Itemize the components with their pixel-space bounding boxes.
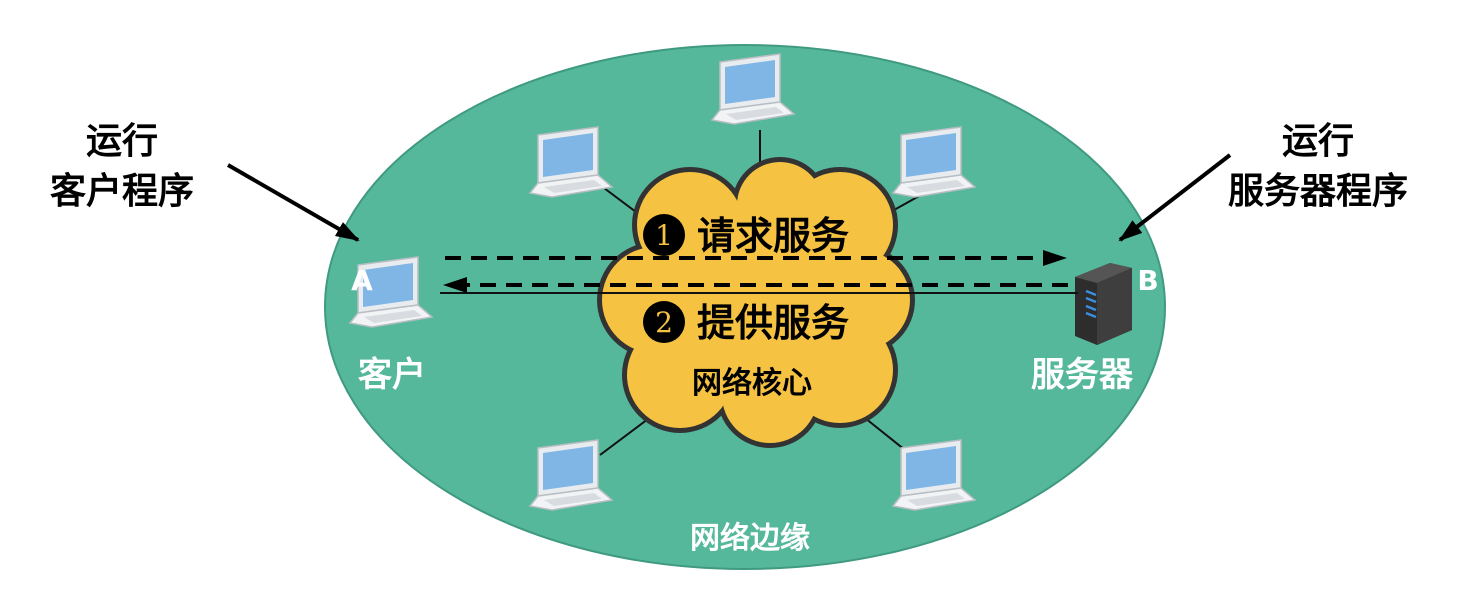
client-letter: A	[351, 264, 373, 297]
server-letter: B	[1137, 264, 1158, 297]
client-label: 客户	[358, 355, 426, 395]
step2-number: 2	[655, 306, 673, 339]
left-annotation-line2: 客户程序	[50, 171, 194, 212]
step1-number: 1	[655, 219, 673, 252]
right-annotation-line1: 运行	[1282, 121, 1354, 162]
left-annotation-line1: 运行	[86, 121, 158, 162]
step2-badge	[643, 301, 685, 343]
server-label: 服务器	[1031, 355, 1134, 395]
network-edge-label: 网络边缘	[690, 521, 810, 556]
server-program-arrow	[1118, 153, 1232, 242]
step1-badge	[643, 214, 685, 256]
network-core-label: 网络核心	[692, 366, 812, 401]
client-program-arrow	[227, 163, 360, 242]
right-annotation-line2: 服务器程序	[1228, 171, 1408, 212]
request-service-label: 请求服务	[697, 214, 849, 258]
server-icon	[1075, 263, 1132, 345]
network-core-cloud	[597, 157, 915, 448]
provide-service-label: 提供服务	[697, 301, 849, 345]
